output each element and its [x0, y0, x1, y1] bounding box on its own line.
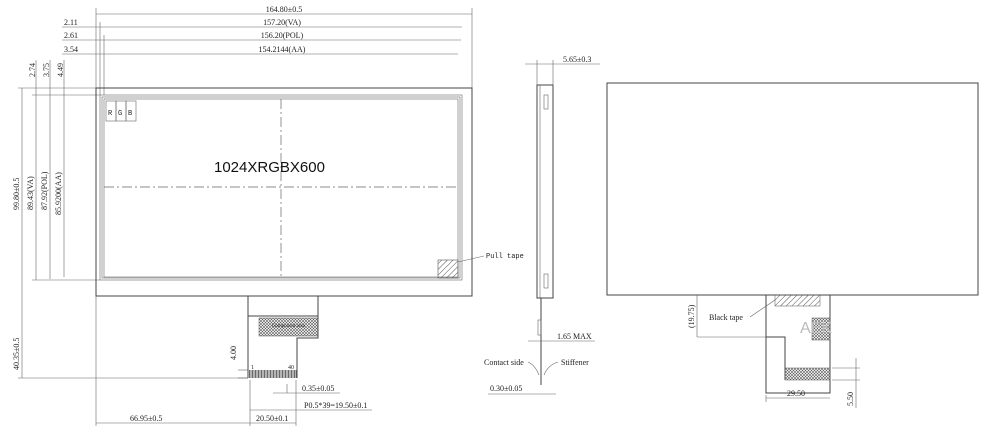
overall-width-dim: 164.80±0.5: [266, 5, 302, 14]
left-offset-va: 2.11: [64, 18, 78, 27]
dim-4: 4.00: [229, 346, 238, 360]
pin-40-label: 40: [288, 365, 294, 371]
stiffener-height-dim: 5.50: [846, 392, 855, 406]
pol-width-dim: 156.20(POL): [261, 31, 304, 40]
overall-height-dim: 99.80±0.5: [12, 178, 21, 210]
fpc-width-dim: 20.50±0.1: [256, 414, 288, 423]
watermark: AEK: [800, 320, 832, 337]
fpc-thickness-dim: 0.30±0.05: [490, 384, 522, 393]
svg-text:G: G: [118, 110, 122, 118]
side-view: 5.65±0.3 1.65 MAX Contact side Stiffener…: [484, 55, 600, 395]
fpc-length-dim: 40.35±0.5: [12, 338, 21, 370]
component-area: [258, 317, 319, 337]
stiffener-label: Stiffener: [561, 358, 589, 367]
va-height-dim: 89.43(VA): [26, 176, 35, 210]
stiffener-width-dim: 29.50: [787, 389, 805, 398]
fpc-offset-dim: 66.95±0.5: [130, 414, 162, 423]
component-area-label: Component area: [272, 324, 306, 329]
top-offset-pol: 3.75: [42, 63, 51, 77]
aa-width-dim: 154.2144(AA): [259, 45, 306, 54]
left-offset-pol: 2.61: [64, 31, 78, 40]
pull-tape-label: Pull tape: [486, 253, 524, 261]
pull-tape: [437, 259, 459, 279]
svg-text:R: R: [108, 110, 113, 118]
pin-1-label: 1: [251, 365, 254, 371]
bend-dim: (19.75): [687, 304, 696, 328]
contact-side-label: Contact side: [484, 358, 524, 367]
pin-width-dim: 0.35±0.05: [302, 384, 334, 393]
black-tape: [774, 294, 821, 307]
back-view: (19.75) Black tape 29.50 5.50 AEK: [606, 82, 979, 408]
top-offset-va: 2.74: [28, 63, 37, 77]
left-offset-aa: 3.54: [64, 45, 78, 54]
svg-text:B: B: [128, 110, 132, 118]
black-tape-label: Black tape: [709, 313, 743, 322]
resolution-label: 1024XRGBX600: [214, 159, 325, 176]
thickness-dim: 5.65±0.3: [563, 55, 591, 64]
stiffener-back: [784, 367, 831, 381]
aa-height-dim: 85.9200(AA): [54, 172, 63, 215]
connector-pins: [249, 370, 297, 378]
pol-height-dim: 87.92(POL): [40, 171, 49, 210]
fpc-max-dim: 1.65 MAX: [557, 332, 592, 341]
subpixel-legend: R G B: [105, 100, 137, 122]
pitch-dim: P0.5*39=19.50±0.1: [304, 401, 367, 410]
component-area-back: [811, 317, 831, 341]
va-width-dim: 157.20(VA): [263, 18, 301, 27]
top-offset-aa: 4.49: [56, 63, 65, 77]
front-view: 164.80±0.5 157.20(VA) 156.20(POL) 154.21…: [12, 5, 524, 426]
